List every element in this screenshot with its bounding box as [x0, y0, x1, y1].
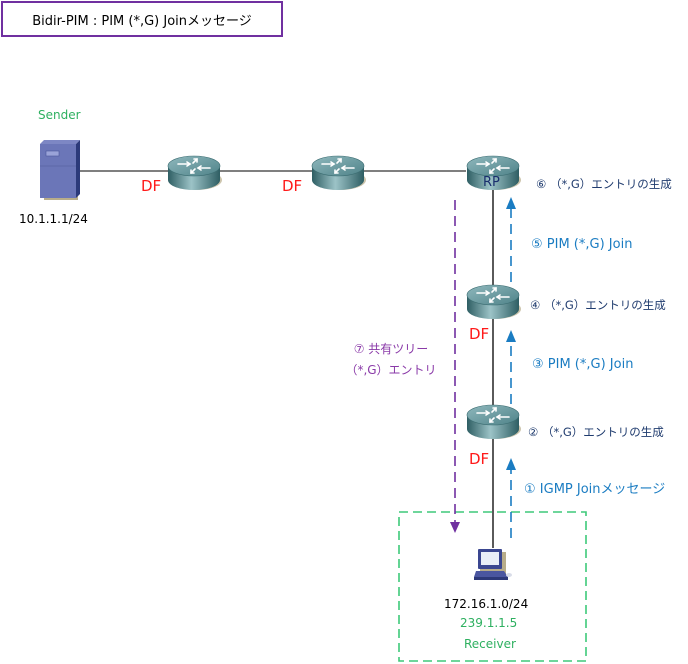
sender-address: 10.1.1.1/24 [19, 212, 88, 226]
r2-df-label: DF [282, 177, 303, 195]
step-6-label: ⑥ （*,G）エントリの生成 [536, 177, 672, 191]
router-r4-icon [466, 284, 521, 320]
step-3-label: ③ PIM (*,G) Join [532, 357, 634, 372]
diagram-title: Bidir-PIM : PIM (*,G) Joinメッセージ [1, 1, 283, 37]
step-7-line1: ⑦ 共有ツリー [353, 342, 429, 356]
r4-df-label: DF [469, 325, 490, 343]
step-1-label: ① IGMP Joinメッセージ [524, 482, 666, 497]
router-r2-icon [311, 155, 366, 191]
sender-label: Sender [38, 108, 81, 122]
receiver-subnet: 172.16.1.0/24 [444, 597, 529, 611]
receiver-group: 239.1.1.5 [460, 616, 518, 630]
step-4-label: ④ （*,G）エントリの生成 [530, 298, 666, 312]
step-7-line2: （*,G）エントリ [345, 363, 437, 377]
rp-label: RP [483, 175, 500, 190]
router-r1-icon [167, 155, 222, 191]
router-r5-icon [466, 404, 521, 440]
r1-df-label: DF [141, 177, 162, 195]
join-arrowhead-r4 [506, 330, 516, 342]
shared-tree-arrowhead [450, 522, 460, 533]
join-arrowhead-r5 [506, 458, 516, 470]
step-7-label: ⑦ 共有ツリー （*,G）エントリ [336, 339, 446, 381]
receiver-label: Receiver [464, 637, 516, 651]
diagram-title-text: Bidir-PIM : PIM (*,G) Joinメッセージ [32, 13, 252, 29]
join-arrowhead-rp [506, 197, 516, 209]
server-icon [40, 140, 80, 200]
pc-icon [474, 549, 512, 580]
step-5-label: ⑤ PIM (*,G) Join [531, 237, 633, 252]
r5-df-label: DF [469, 450, 490, 468]
step-2-label: ② （*,G）エントリの生成 [528, 425, 664, 439]
